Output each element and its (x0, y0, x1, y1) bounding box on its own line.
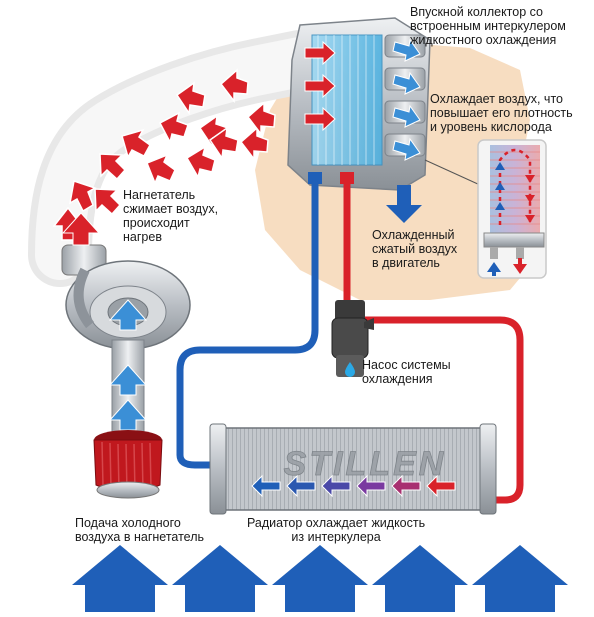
intake-manifold (287, 17, 431, 191)
blue-arrow-icon (386, 185, 422, 223)
red-arrow-icon (52, 68, 276, 241)
cold-air-arrows (72, 545, 568, 612)
cold-air-intake-label: Подача холодного воздуха в нагнетатель (75, 516, 205, 544)
radiator: STILLEN (209, 423, 497, 515)
water-drop-icon (345, 362, 355, 377)
intercooler-inset (424, 139, 547, 279)
cools-air-label: Охлаждает воздух, что повышает его плотн… (430, 92, 573, 134)
intake-manifold-label: Впускной коллектор со встроенным интерку… (410, 5, 566, 47)
coolant-hoses (176, 180, 524, 504)
supercharger-up-arrow (108, 299, 148, 331)
coolant-pump (331, 300, 374, 377)
radiator-label: Радиатор охлаждает жидкость из интеркуле… (247, 516, 426, 544)
pump-label: Насос системы охлаждения (362, 358, 451, 386)
duct-up-arrow (61, 212, 101, 246)
supercharger (61, 212, 191, 350)
brand-logo: STILLEN (284, 445, 447, 483)
air-filter (93, 339, 163, 499)
supercharger-label: Нагнетатель сжимает воздух, происходит н… (123, 188, 219, 244)
cooled-air-label: Охлажденный сжатый воздух в двигатель (372, 228, 458, 270)
